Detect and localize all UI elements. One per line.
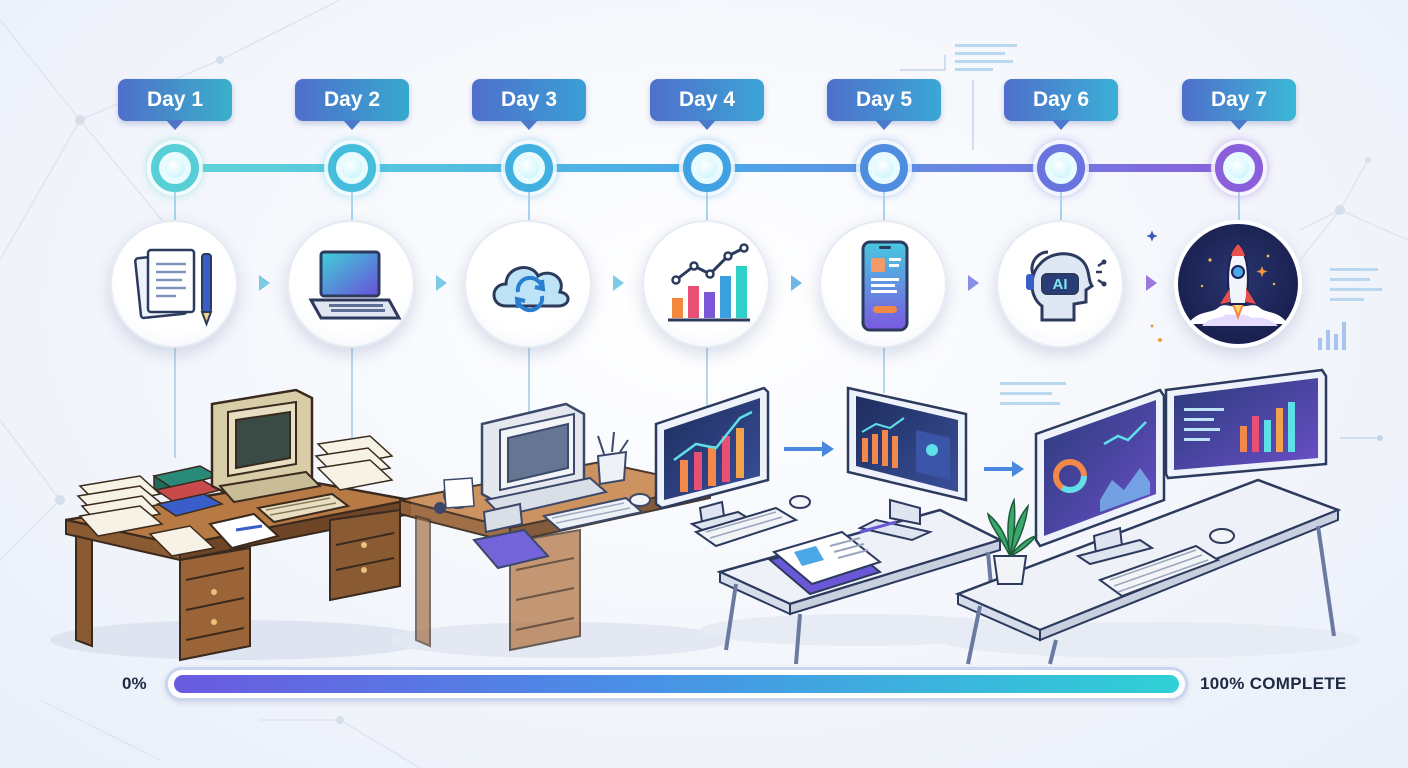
rocket-icon [1188, 242, 1288, 326]
day-2-node [328, 144, 376, 192]
day-5-label: Day 5 [855, 88, 913, 111]
cloud-sync-icon [492, 266, 570, 313]
day-2-tag: Day 2 [295, 79, 409, 121]
day-3-label: Day 3 [500, 88, 558, 111]
day-1-connector [174, 192, 176, 220]
drop-line-5 [883, 348, 885, 393]
day-7-connector [1238, 192, 1240, 220]
smartphone-app-icon [861, 240, 909, 332]
day-3-icon-circle [464, 220, 592, 348]
drop-line-4 [706, 348, 708, 408]
ai-text: AI [1053, 276, 1068, 293]
day-7-node [1215, 144, 1263, 192]
progress-bar-fill [174, 675, 1179, 693]
chevron-6 [1146, 275, 1157, 291]
day-7-icon-circle [1174, 220, 1302, 348]
day-6-connector [1060, 192, 1062, 220]
progress-start-label: 0% [122, 674, 147, 693]
modern-desk-day5 [693, 386, 1004, 665]
day-5-icon-circle [819, 220, 947, 348]
workspace-evolution-illustration [50, 368, 1360, 665]
day-1-icon-circle [110, 220, 238, 348]
day-7-label: Day 7 [1210, 88, 1268, 111]
day-1-node [151, 144, 199, 192]
documents-pen-icon [134, 248, 213, 327]
old-wooden-desk [65, 388, 411, 662]
chevron-3 [613, 275, 624, 291]
day-6-label: Day 6 [1032, 88, 1090, 111]
day-3-connector [528, 192, 530, 220]
day-7-tag: Day 7 [1182, 79, 1296, 121]
chevron-5 [968, 275, 979, 291]
drop-line-2 [351, 348, 353, 438]
day-6-icon-circle: AI [996, 220, 1124, 348]
chevron-2 [436, 275, 447, 291]
day-4-label: Day 4 [678, 88, 736, 111]
day-3-tag: Day 3 [472, 79, 586, 121]
day-6-tag: Day 6 [1004, 79, 1118, 121]
day-6-node [1037, 144, 1085, 192]
bar-chart-icon [668, 243, 750, 322]
day-4-node [683, 144, 731, 192]
day-4-icon-circle [642, 220, 770, 348]
day-4-tag: Day 4 [650, 79, 764, 121]
progress-end-label: 100% COMPLETE [1200, 674, 1347, 693]
chevron-1 [259, 275, 270, 291]
drop-line-1 [174, 348, 176, 458]
day-2-icon-circle [287, 220, 415, 348]
day-2-label: Day 2 [323, 88, 381, 111]
day-5-tag: Day 5 [827, 79, 941, 121]
drop-line-3 [528, 348, 530, 418]
day-3-node [505, 144, 553, 192]
day-1-tag: Day 1 [118, 79, 232, 121]
day-5-connector [883, 192, 885, 220]
progress-bar [165, 667, 1188, 701]
ai-head-icon: AI [1026, 250, 1107, 322]
day-1-label: Day 1 [146, 88, 204, 111]
day-5-node [860, 144, 908, 192]
chevron-4 [791, 275, 802, 291]
future-dual-monitor-desk [954, 368, 1342, 665]
modern-monitor-day4 [654, 386, 770, 532]
day-2-connector [351, 192, 353, 220]
laptop-icon [308, 250, 402, 320]
progress-arrows [784, 441, 1024, 477]
day-4-connector [706, 192, 708, 220]
